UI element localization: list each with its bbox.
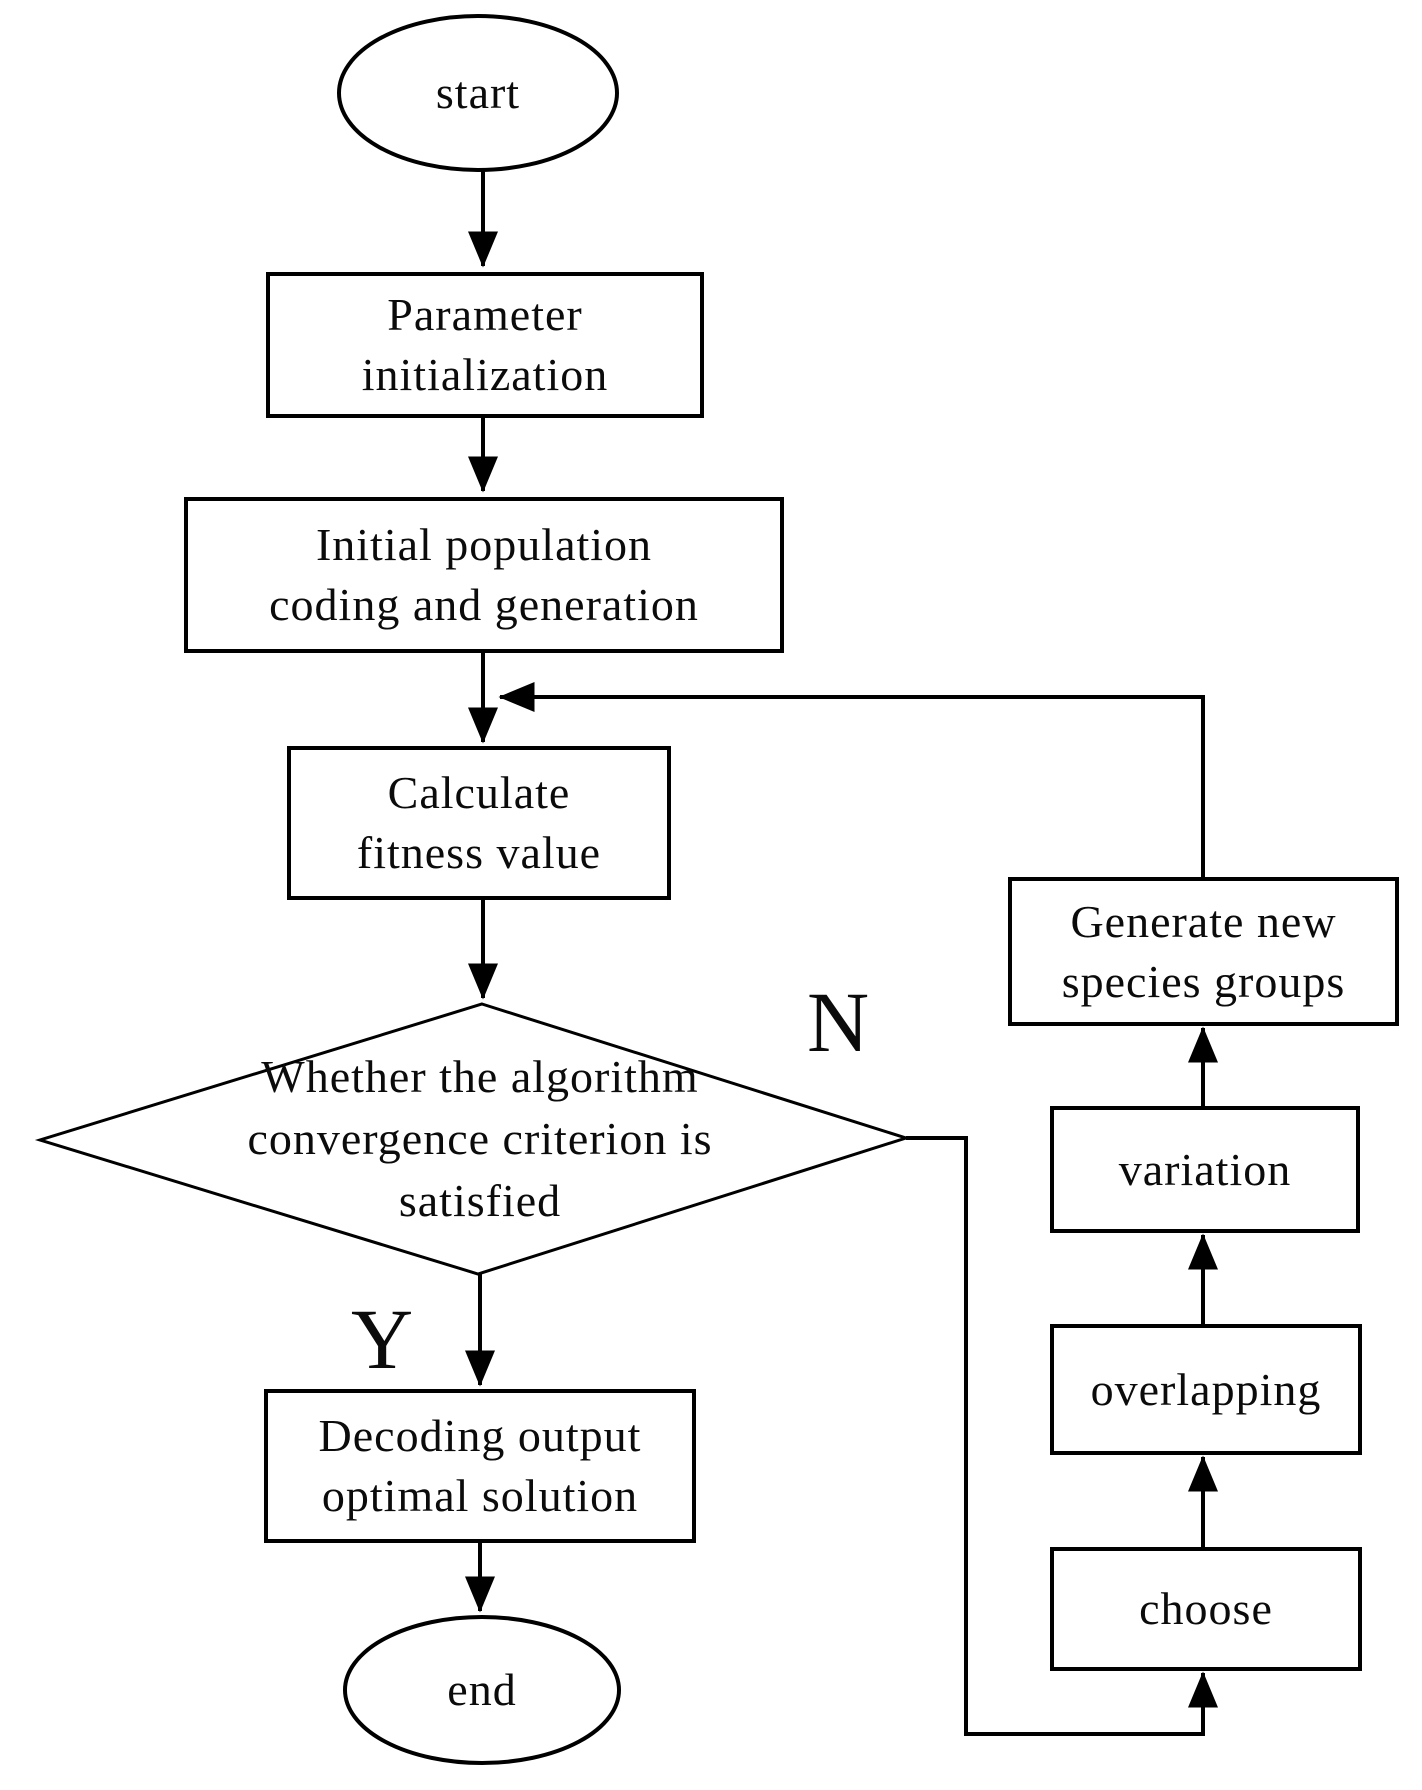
convergence-decision-shape [34, 1002, 911, 1276]
label-line: overlapping [1090, 1363, 1322, 1415]
variation-label: variation [1052, 1108, 1358, 1231]
label-line: variation [1118, 1143, 1292, 1195]
label-line: convergence criterion is [247, 1113, 713, 1164]
label-line: fitness value [356, 827, 602, 878]
label-line: Generate new [1070, 895, 1337, 947]
initial-population-label: Initial population coding and generation [186, 499, 782, 651]
choose-shape [1050, 1547, 1362, 1671]
variation-shape [1050, 1106, 1360, 1233]
parameter-initialization-shape [266, 272, 704, 418]
label-line: Decoding output [318, 1410, 642, 1461]
generate-new-species-label: Generate new species groups [1010, 879, 1397, 1024]
decoding-output-label: Decoding output optimal solution [266, 1391, 694, 1541]
label-line: choose [1139, 1583, 1273, 1634]
label-line: optimal solution [321, 1470, 639, 1521]
generate-new-species-shape [1008, 877, 1399, 1026]
feedback-line-generate-to-junction [498, 682, 1205, 879]
end-label: end [345, 1617, 619, 1763]
calculate-fitness-shape [287, 746, 671, 900]
branch-label-yes: Y [350, 1291, 414, 1387]
decoding-output-shape [264, 1389, 696, 1543]
label-line: initialization [361, 349, 609, 400]
label-line: satisfied [398, 1175, 562, 1226]
label-line: Initial population [315, 519, 653, 570]
overlapping-shape [1050, 1324, 1362, 1455]
convergence-decision-label: Whether the algorithm convergence criter… [100, 1046, 860, 1232]
decision-no-line-to-choose [906, 1136, 1218, 1736]
start-label: start [339, 16, 617, 170]
label-line: species groups [1061, 955, 1346, 1007]
calculate-fitness-label: Calculate fitness value [289, 748, 669, 898]
label-line: Parameter [387, 289, 583, 340]
initial-population-shape [184, 497, 784, 653]
overlapping-label: overlapping [1052, 1326, 1360, 1453]
end-node-shape [343, 1615, 621, 1765]
label-line: Calculate [387, 767, 571, 818]
label-line: coding and generation [269, 579, 699, 630]
start-node-shape [337, 14, 619, 172]
label-line: end [447, 1664, 517, 1715]
label-line: start [435, 67, 521, 118]
branch-label-no: N [806, 974, 870, 1070]
choose-label: choose [1052, 1549, 1360, 1669]
label-line: Whether the algorithm [261, 1051, 699, 1102]
parameter-initialization-label: Parameter initialization [268, 274, 702, 416]
